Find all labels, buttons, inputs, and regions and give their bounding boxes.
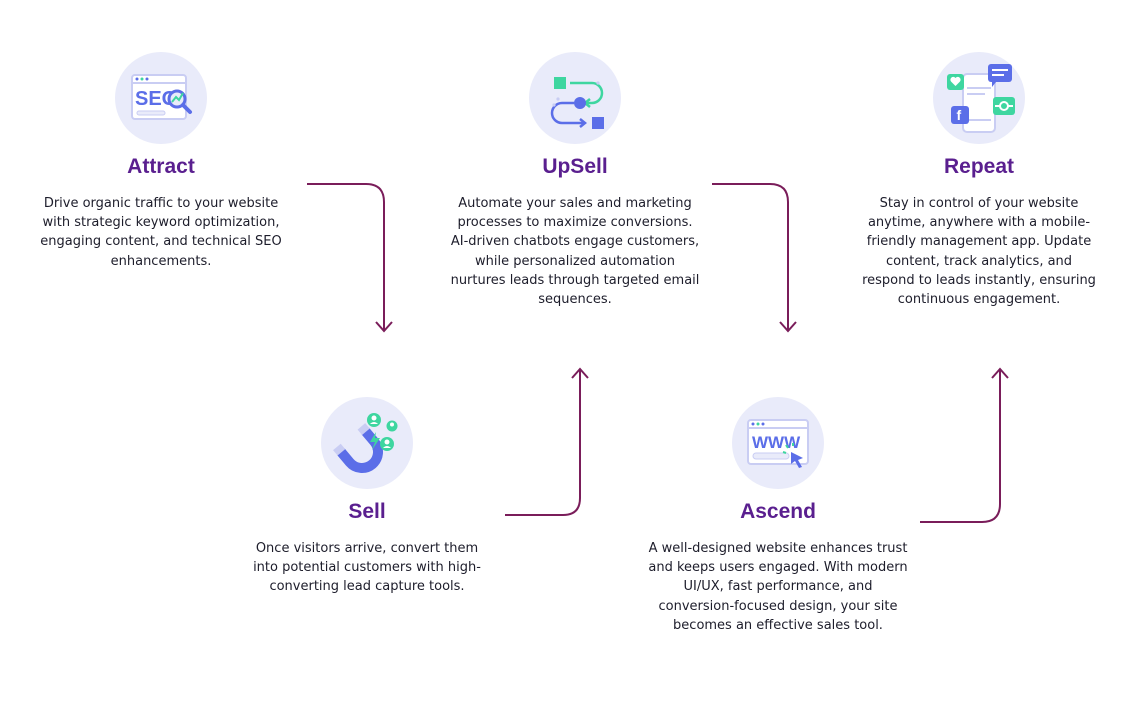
step-title: UpSell — [542, 155, 608, 178]
www-browser-icon: WWW — [732, 397, 824, 489]
magnet-users-icon — [321, 397, 413, 489]
connector-upsell-to-ascend — [712, 183, 789, 331]
arrowhead-up-2 — [991, 367, 1009, 379]
facebook-icon-text: f — [957, 107, 962, 123]
step-description: Once visitors arrive, convert them into … — [253, 541, 481, 595]
step-title: Repeat — [943, 155, 1015, 178]
arrowhead-down-1 — [375, 321, 393, 333]
step-description: A well-designed website enhances trust a… — [648, 541, 908, 633]
step-upsell: UpSell Automate your sales and marketing… — [448, 52, 702, 309]
facebook-icon — [951, 106, 969, 124]
www-icon-text: WWW — [752, 433, 801, 452]
step-repeat: f Repeat Stay in control of your website… — [858, 52, 1100, 309]
step-ascend: WWW Ascend A well-designed website enhan… — [648, 397, 908, 635]
link-icon — [993, 97, 1015, 115]
mobile-app-icon: f — [933, 52, 1025, 144]
connector-attract-to-sell — [307, 183, 385, 331]
seo-search-icon: SEO — [115, 52, 207, 144]
arrowhead-down-2 — [779, 321, 797, 333]
seo-icon-text: SEO — [135, 88, 177, 110]
arrowhead-up-1 — [571, 367, 589, 379]
step-description: Drive organic traffic to your website wi… — [40, 196, 282, 269]
step-title: Attract — [127, 155, 195, 178]
step-title: Sell — [348, 500, 386, 523]
connector-ascend-to-repeat — [920, 370, 1001, 523]
step-title: Ascend — [740, 500, 816, 523]
step-attract: SEO Attract Drive organic traffic to you… — [30, 52, 292, 271]
chat-icon — [988, 64, 1012, 82]
step-description: Stay in control of your website anytime,… — [862, 196, 1096, 308]
step-sell: Sell Once visitors arrive, convert them … — [247, 397, 487, 597]
automation-flow-icon — [529, 52, 621, 144]
connector-sell-to-upsell — [505, 370, 581, 516]
step-description: Automate your sales and marketing proces… — [450, 196, 700, 308]
